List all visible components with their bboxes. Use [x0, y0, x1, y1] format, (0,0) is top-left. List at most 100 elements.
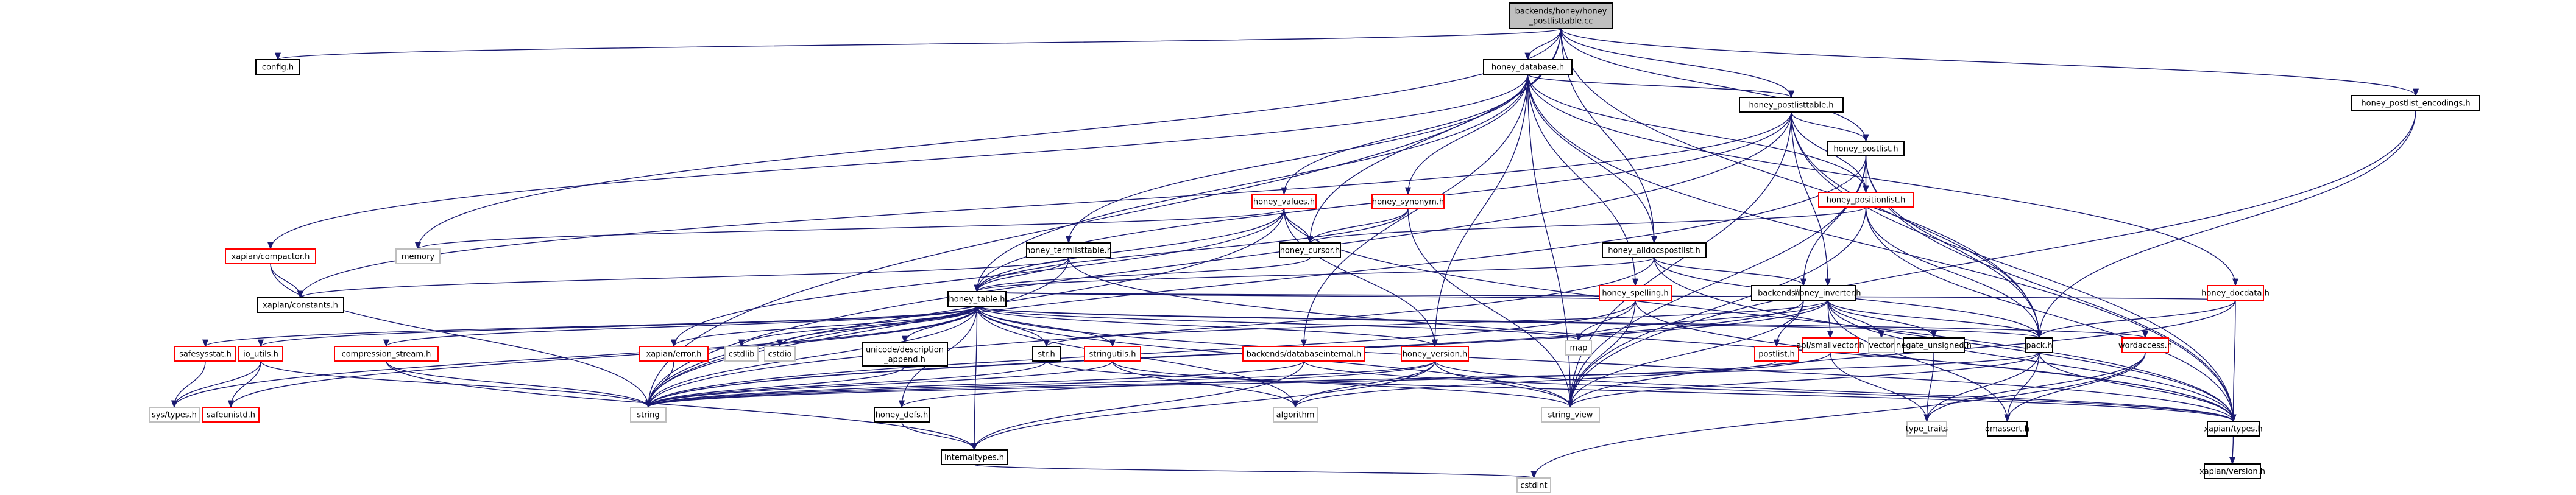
node-label: stringutils.h [1089, 350, 1136, 359]
edge-honey_positionlist-to-pack [1865, 206, 2043, 339]
node-honey-postlist-encodings[interactable]: honey_postlist_encodings.h [2351, 95, 2480, 111]
node-label: _append.h [883, 356, 925, 365]
node-omassert[interactable]: omassert.h [1985, 421, 2029, 437]
node-config[interactable]: config.h [255, 59, 300, 75]
node-io-utils[interactable]: io_utils.h [238, 346, 283, 362]
node-box [2204, 463, 2261, 479]
node-honey-database[interactable]: honey_database.h [1483, 59, 1573, 75]
node-box [2207, 285, 2264, 301]
node-label: xapian/types.h [2204, 425, 2262, 434]
node-box [1242, 346, 1365, 362]
node-str[interactable]: str.h [1032, 346, 1061, 362]
node-postlist[interactable]: postlist.h [1754, 346, 1799, 362]
node-box [1032, 346, 1061, 362]
edge-honey_inverter-to-xapian_types [1827, 300, 2237, 423]
edge-honey_cursor-to-honey_table [974, 257, 1311, 293]
node-label: honey_version.h [1403, 350, 1468, 359]
edge-str-to-string [645, 360, 1047, 409]
edge-internaltypes-to-cstdint [974, 464, 1537, 479]
node-box [1903, 337, 1965, 353]
node-algorithm: algorithm [1273, 407, 1318, 423]
node-pack[interactable]: pack.h [2025, 337, 2053, 353]
edge-databaseinternal-to-internaltypes [971, 360, 1304, 451]
node-honey-alldocspostlist[interactable]: honey_alldocspostlist.h [1602, 242, 1707, 258]
node-compression-stream[interactable]: compression_stream.h [334, 346, 439, 362]
node-honey-cursor[interactable]: honey_cursor.h [1279, 242, 1341, 258]
edge-honey_postlist-to-pack [1865, 155, 2043, 339]
node-root[interactable]: backends/honey/honey_postlisttable.cc [1509, 2, 1613, 29]
node-box [225, 248, 316, 264]
edge-honey_database-to-string_view [1527, 74, 1574, 409]
node-sys-types: sys/types.h [149, 407, 200, 423]
edge-pack-to-string [645, 352, 2040, 409]
node-label: wordaccess.h [2118, 342, 2172, 351]
node-xapian-version[interactable]: xapian/version.h [2199, 463, 2265, 479]
node-honey-synonym[interactable]: honey_synonym.h [1371, 194, 1445, 209]
node-unicode-description[interactable]: unicode/description_append.h [862, 342, 948, 367]
node-xapian-error[interactable]: xapian/error.h [639, 346, 709, 362]
edge-honey_alldocspostlist-to-honey_table [974, 257, 1655, 293]
node-honey-positionlist[interactable]: honey_positionlist.h [1818, 192, 1914, 208]
edge-leafpostlist-to-string_view [1567, 300, 1804, 409]
edge-honey_postlist_encodings-to-string_view [1567, 110, 2416, 409]
node-box [1906, 421, 1947, 437]
node-label: honey_synonym.h [1372, 198, 1444, 207]
edge-honey_version-to-string_view [1434, 360, 1574, 409]
edge-root-to-memory [415, 28, 1562, 250]
edge-negate_unsigned-to-type_traits [1923, 352, 1934, 423]
node-xapian-constants[interactable]: xapian/constants.h [257, 297, 344, 313]
node-box [1401, 346, 1469, 362]
edge-honey_version-to-honey_defs [899, 360, 1435, 409]
node-honey-table[interactable]: honey_table.h [947, 291, 1007, 307]
node-label: backends/databaseinternal.h [1247, 350, 1362, 359]
node-safesysstat[interactable]: safesysstat.h [174, 346, 236, 362]
edge-honey_termlisttable-to-honey_table [974, 257, 1069, 293]
node-box [174, 346, 236, 362]
node-label: type_traits [1906, 425, 1948, 434]
node-box [1754, 346, 1799, 362]
node-stringutils[interactable]: stringutils.h [1084, 346, 1141, 362]
node-safeunistd[interactable]: safeunistd.h [202, 407, 260, 423]
node-box [1509, 2, 1613, 29]
node-negate-unsigned[interactable]: negate_unsigned.h [1896, 337, 1972, 353]
node-honey-docdata[interactable]: honey_docdata.h [2201, 285, 2270, 301]
node-honey-version[interactable]: honey_version.h [1401, 346, 1469, 362]
edge-honey_values-to-xapian_error [671, 208, 1285, 348]
node-box [764, 346, 796, 362]
node-smallvector[interactable]: api/smallvector.h [1796, 337, 1864, 353]
node-databaseinternal[interactable]: backends/databaseinternal.h [1242, 346, 1365, 362]
node-box [1371, 194, 1445, 209]
edge-honey_table-to-map [976, 306, 1582, 342]
node-box [238, 346, 283, 362]
edge-pack-to-type_traits [1923, 352, 2040, 423]
node-label: safeunistd.h [207, 411, 255, 420]
node-label: io_utils.h [243, 350, 278, 359]
edge-stringutils-to-string [645, 360, 1113, 409]
node-box [630, 407, 667, 423]
node-label: sys/types.h [152, 411, 197, 420]
node-honey-postlisttable[interactable]: honey_postlisttable.h [1739, 97, 1844, 113]
edge-smallvector-to-type_traits [1830, 352, 1930, 423]
node-wordaccess[interactable]: wordaccess.h [2118, 337, 2172, 353]
edge-honey_postlisttable-to-honey_postlist [1791, 111, 1869, 142]
edge-wordaccess-to-omassert [2004, 352, 2146, 423]
node-box [395, 248, 441, 264]
node-honey-values[interactable]: honey_values.h [1251, 194, 1317, 209]
edge-honey_synonym-to-honey_table [974, 208, 1409, 293]
node-honey-spelling[interactable]: honey_spelling.h [1599, 285, 1672, 301]
node-internaltypes[interactable]: internaltypes.h [941, 449, 1008, 465]
node-honey-inverter[interactable]: honey_inverter.h [1794, 285, 1861, 301]
node-label: cstdio [768, 350, 792, 359]
edge-databaseinternal-to-string [645, 360, 1304, 409]
node-xapian-types[interactable]: xapian/types.h [2204, 421, 2263, 437]
node-xapian-compactor[interactable]: xapian/compactor.h [225, 248, 316, 264]
edge-honey_alldocspostlist-to-leafpostlist [1654, 257, 1806, 287]
node-honey-defs[interactable]: honey_defs.h [874, 407, 930, 423]
node-label: string [637, 411, 659, 420]
node-honey-postlist[interactable]: honey_postlist.h [1827, 141, 1905, 156]
node-label: negate_unsigned.h [1896, 342, 1972, 351]
node-honey-termlisttable[interactable]: honey_termlisttable.h [1025, 242, 1112, 258]
node-label: api/smallvector.h [1796, 342, 1864, 351]
node-box [2121, 337, 2169, 353]
node-box [1251, 194, 1317, 209]
